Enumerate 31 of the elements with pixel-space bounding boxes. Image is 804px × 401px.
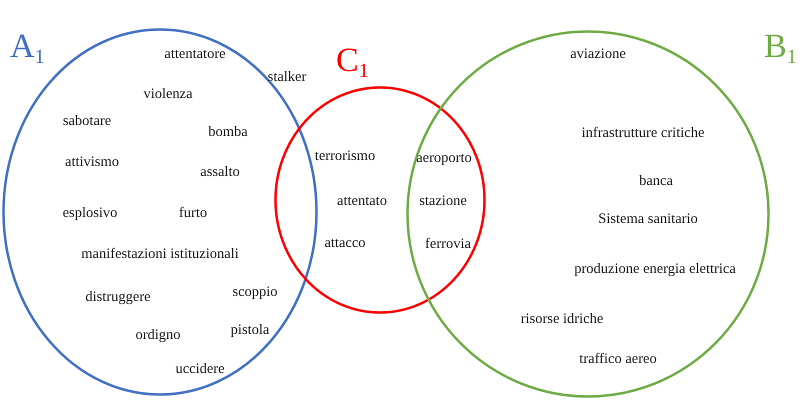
term-label: ferrovia bbox=[425, 237, 471, 253]
term-label: ordigno bbox=[135, 328, 181, 344]
set-label: B$_{1}$ bbox=[764, 30, 797, 67]
term-label: attivismo bbox=[65, 155, 119, 171]
term-label: attacco bbox=[324, 236, 366, 252]
term-label: attentato bbox=[337, 194, 387, 210]
set-label: A$_{1}$ bbox=[10, 30, 45, 67]
set-label: C$_{1}$ bbox=[336, 44, 369, 81]
term-label: risorse idriche bbox=[520, 312, 604, 328]
term-label: esplosivo bbox=[62, 206, 118, 222]
term-label: traffico aereo bbox=[579, 352, 657, 368]
term-label: produzione energia elettrica bbox=[574, 262, 736, 278]
term-label: violenza bbox=[143, 87, 193, 103]
term-label: infrastrutture critiche bbox=[582, 126, 704, 142]
term-label: scoppio bbox=[232, 285, 278, 301]
term-label: distruggere bbox=[85, 290, 151, 306]
term-label: uccidere bbox=[175, 362, 225, 378]
term-label: stazione bbox=[419, 194, 467, 210]
term-label: aeroporto bbox=[416, 151, 472, 167]
term-label: furto bbox=[178, 206, 208, 222]
term-label: Sistema sanitario bbox=[598, 212, 698, 228]
term-label: banca bbox=[639, 174, 673, 190]
term-label: bomba bbox=[208, 125, 248, 141]
term-label: terrorismo bbox=[314, 149, 376, 165]
term-label: attentatore bbox=[164, 47, 226, 63]
term-label: sabotare bbox=[62, 114, 112, 130]
term-label: assalto bbox=[200, 165, 240, 181]
term-label: stalker bbox=[268, 70, 306, 86]
term-label: pistola bbox=[230, 323, 270, 339]
term-label: aviazione bbox=[570, 47, 626, 63]
term-label: manifestazioni istituzionali bbox=[81, 247, 239, 263]
